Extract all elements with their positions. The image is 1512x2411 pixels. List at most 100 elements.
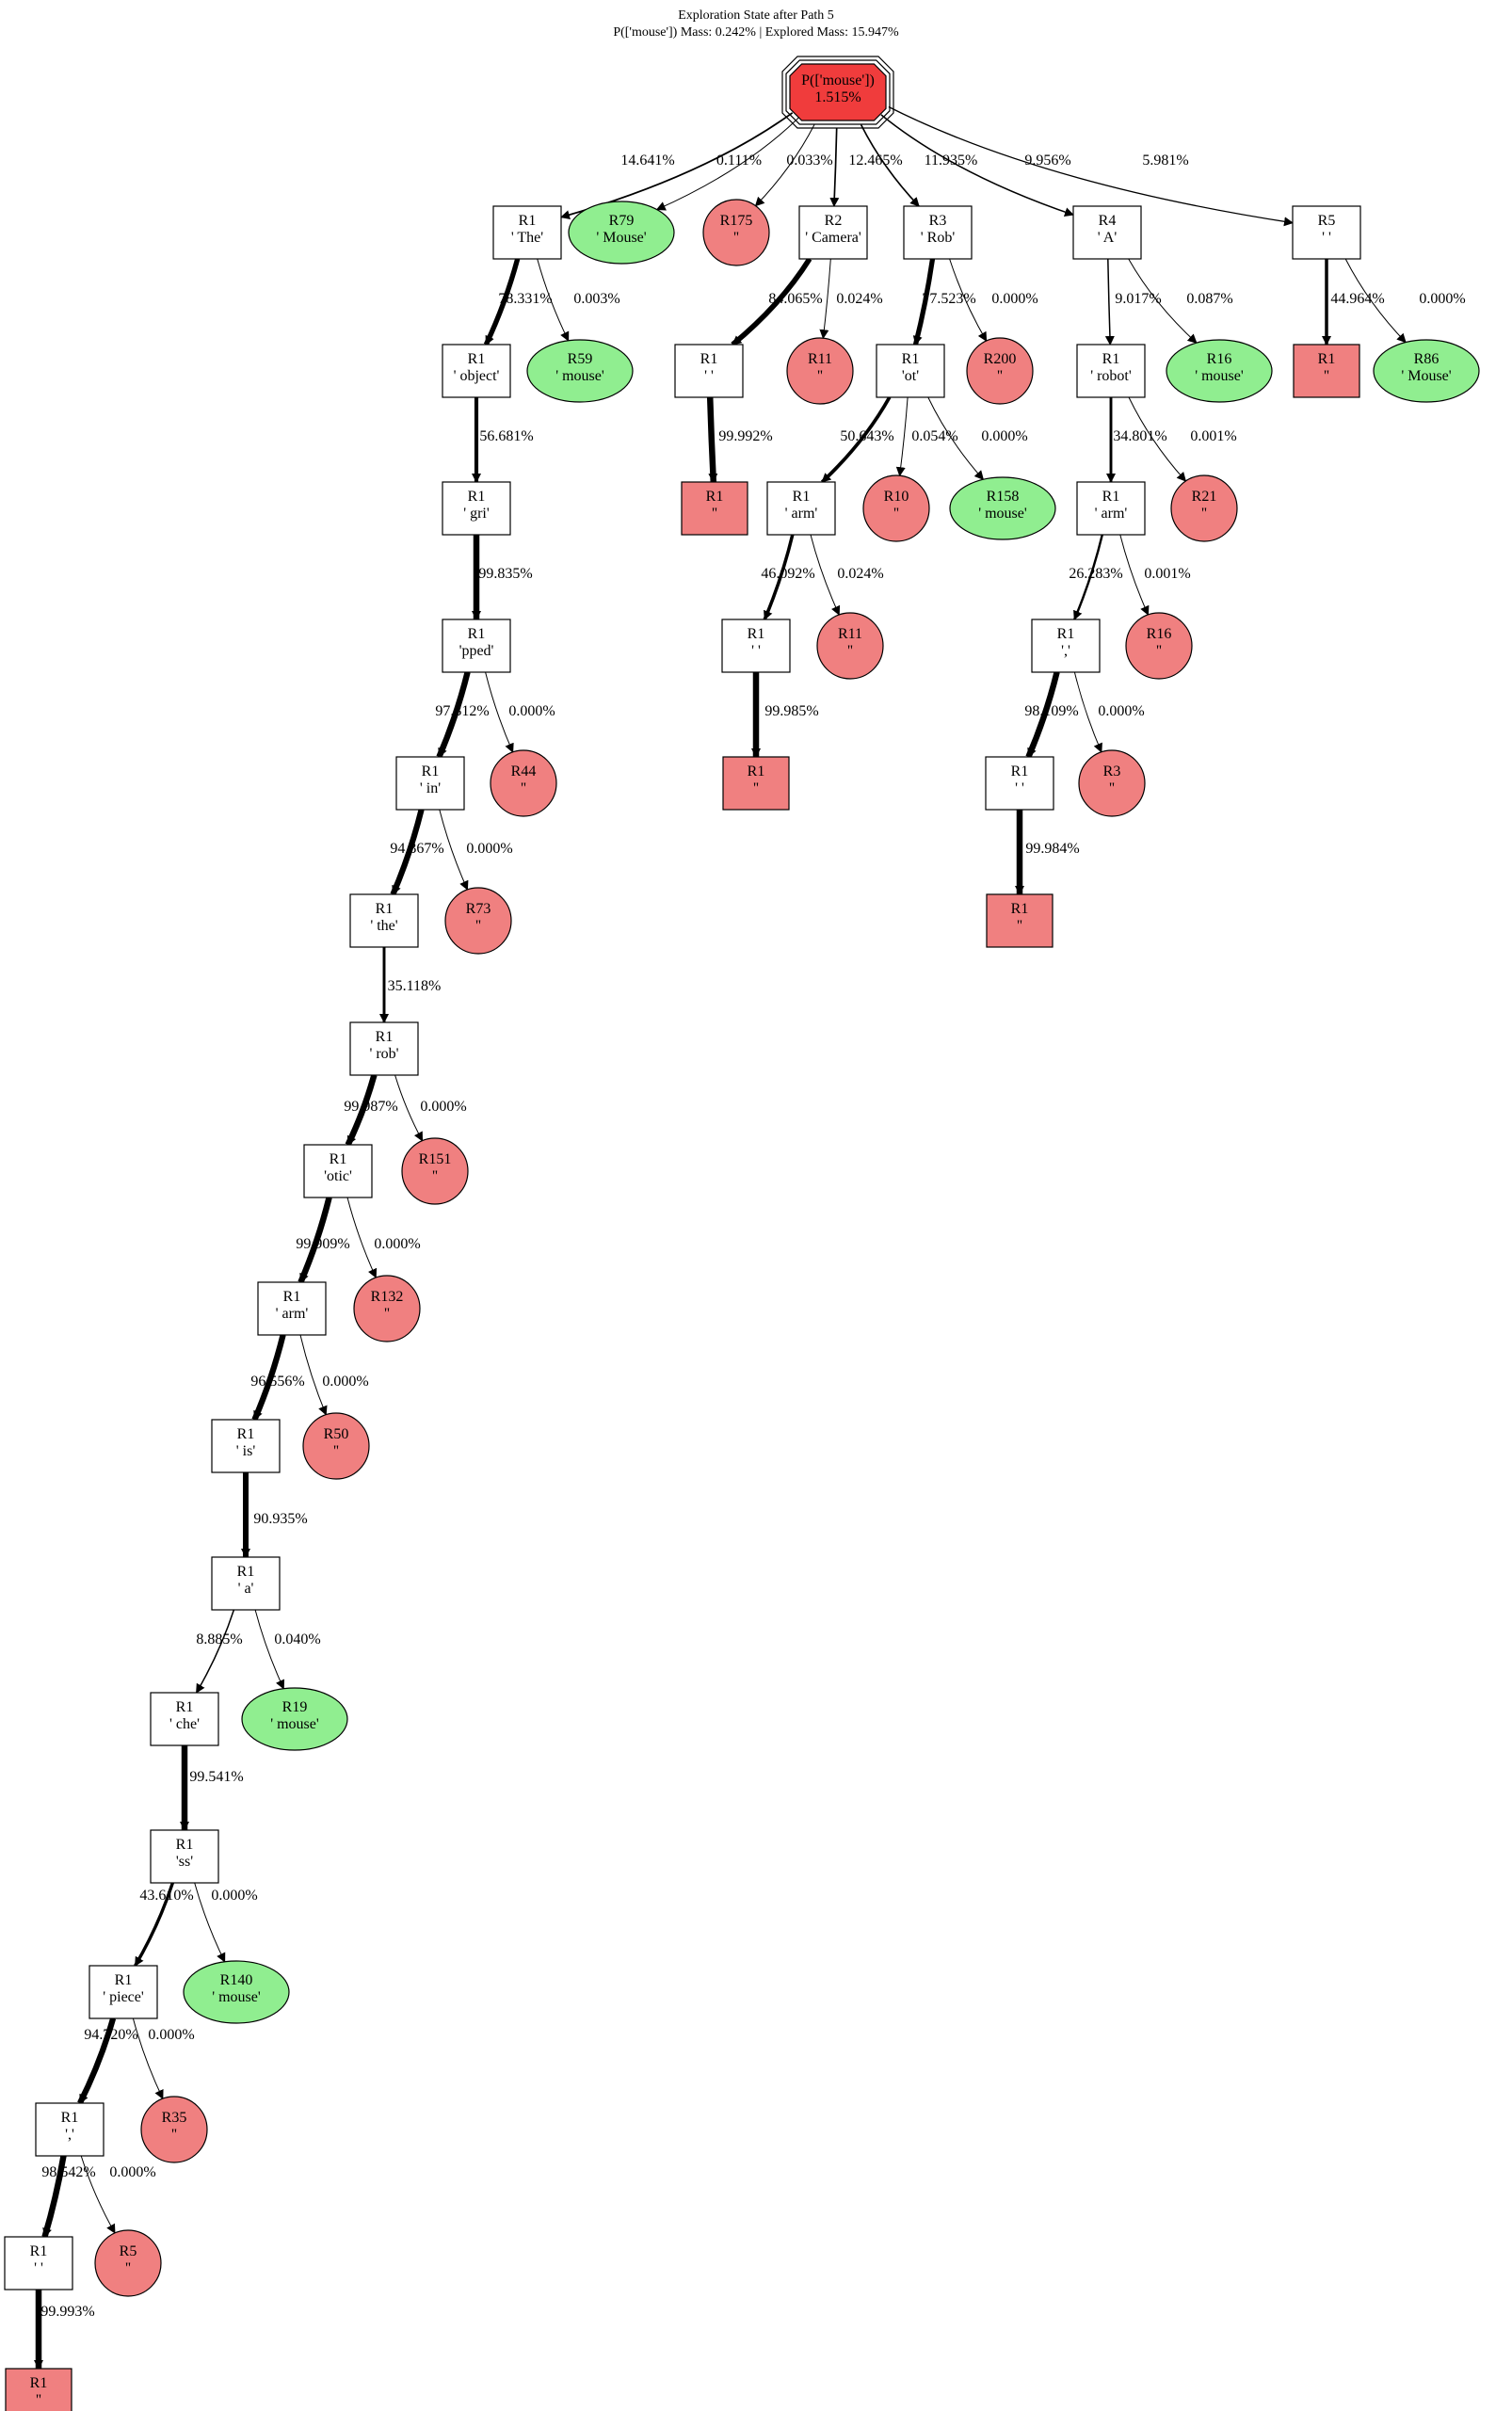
node-r1-l1-token: ' a' — [238, 1581, 254, 1597]
edge-l1-m1 — [195, 1609, 235, 1694]
node-r1-b1-shape — [492, 205, 562, 260]
node-r1-j1-shape — [257, 1281, 327, 1336]
node-r1-f4-shape — [985, 756, 1054, 811]
edge-label-root-b1x: 0.111% — [716, 153, 762, 169]
node-r1-h1-token: ' rob' — [369, 1046, 398, 1062]
edge-label-root-b3: 11.935% — [925, 153, 978, 169]
edge-label-c3-d3y: 0.000% — [981, 428, 1027, 444]
edge-label-root-b4: 9.956% — [1024, 153, 1070, 169]
edge-label-k1-l1: 90.935% — [253, 1511, 307, 1527]
node-r1-d1-shape — [442, 481, 511, 536]
node-r1-d1-rank: R1 — [468, 489, 486, 505]
edge-label-p1-q1x: 0.000% — [109, 2164, 155, 2180]
node-r4-b4-shape — [1072, 205, 1142, 260]
node-p-mouse-root-shape — [789, 63, 887, 121]
edge-b4-c4 — [1104, 258, 1115, 346]
node-r151-i1x-token: '' — [432, 1168, 438, 1184]
node-r158-d3y-shape — [949, 476, 1056, 540]
node-r1-m1-token: ' che' — [169, 1716, 200, 1732]
node-r132-j1x-token: '' — [384, 1306, 390, 1322]
node-r19-m1x: R19' mouse' — [241, 1687, 348, 1751]
edge-label-i1-j1x: 0.000% — [374, 1236, 420, 1252]
node-r1-e4-rank: R1 — [1057, 626, 1075, 642]
node-r1-e1-shape — [442, 619, 511, 673]
edge-p1-q1x — [80, 2155, 116, 2234]
node-r1-o1-shape — [88, 1965, 158, 2019]
node-r10-d3x-rank: R10 — [884, 489, 909, 505]
node-r1-c5-shape — [1293, 344, 1360, 398]
edge-b1-c1 — [483, 258, 521, 346]
edge-d3-e3x — [810, 534, 841, 616]
node-r4-b4-token: ' A' — [1098, 230, 1118, 246]
node-r1-d3-rank: R1 — [793, 489, 811, 505]
node-r1-c2-shape — [674, 344, 744, 398]
node-r21-d4x-shape — [1170, 474, 1238, 542]
edge-f1-g1 — [390, 809, 425, 896]
edge-p1-q1 — [41, 2155, 67, 2238]
node-r11-c2x-rank: R11 — [808, 351, 832, 367]
node-r19-m1x-shape — [241, 1687, 348, 1751]
edge-e1-f1x — [485, 671, 514, 753]
node-r1-f3-shape — [722, 756, 790, 811]
edge-b3-c3 — [912, 258, 936, 346]
node-r50-k1x-token: '' — [333, 1443, 339, 1459]
node-r21-d4x: R21'' — [1170, 474, 1238, 542]
node-r50-k1x-rank: R50 — [324, 1426, 349, 1442]
node-r1-c2: R1' ' — [674, 344, 744, 398]
node-r1-e3-token: ' ' — [751, 643, 761, 659]
node-r200-c3x: R200'' — [966, 337, 1034, 405]
node-r1-e4-shape — [1031, 619, 1101, 673]
node-r1-c4: R1' robot' — [1076, 344, 1146, 398]
node-r1-d1: R1' gri' — [442, 481, 511, 536]
edge-e4-f4 — [1025, 671, 1060, 759]
node-r16-e4x-token: '' — [1156, 643, 1162, 659]
node-r11-c2x-shape — [786, 337, 854, 405]
node-r11-e3x-rank: R11 — [838, 626, 862, 642]
node-r5-b5-rank: R5 — [1318, 213, 1336, 229]
node-r5-q1x-shape — [94, 2229, 162, 2297]
node-r1-c5: R1'' — [1293, 344, 1360, 398]
node-r1-f4: R1' ' — [985, 756, 1054, 811]
node-r175-b1y-shape — [702, 199, 770, 266]
edge-label-e3-f3: 99.985% — [764, 703, 818, 719]
node-r86-c5x-token: ' Mouse' — [1401, 368, 1451, 384]
node-r1-q1-shape — [4, 2236, 73, 2290]
node-r1-c5-token: '' — [1324, 368, 1329, 384]
node-r3-f4x-token: '' — [1109, 780, 1115, 796]
node-r1-g1-shape — [349, 893, 419, 948]
node-r1-r1: R1'' — [5, 2368, 72, 2411]
node-r1-q1-token: ' ' — [34, 2260, 43, 2276]
node-r1-n1-shape — [150, 1829, 219, 1884]
node-r1-h1-shape — [349, 1021, 419, 1076]
edge-label-j1-k1x: 0.000% — [322, 1374, 368, 1390]
diagram-subtitle: P(['mouse']) Mass: 0.242% | Explored Mas… — [613, 25, 899, 40]
node-r158-d3y-token: ' mouse' — [978, 506, 1027, 522]
node-r1-d1-token: ' gri' — [463, 506, 490, 522]
node-r73-g1x-token: '' — [475, 918, 481, 934]
edge-j1-k1x — [299, 1334, 328, 1416]
edge-b5-c5x — [1344, 258, 1407, 344]
node-r11-e3x-token: '' — [847, 643, 853, 659]
node-r200-c3x-rank: R200 — [984, 351, 1017, 367]
edge-label-root-b2: 12.465% — [848, 153, 902, 169]
node-r1-c1: R1' object' — [442, 344, 511, 398]
node-r1-c1-rank: R1 — [468, 351, 486, 367]
diagram-title: Exploration State after Path 5 — [678, 8, 834, 23]
node-r1-d3: R1' arm' — [766, 481, 836, 536]
node-r4-b4: R4' A' — [1072, 205, 1142, 260]
node-r2-b2-rank: R2 — [825, 213, 843, 229]
node-r1-e1-rank: R1 — [468, 626, 486, 642]
node-r1-d4-token: ' arm' — [1095, 506, 1128, 522]
node-r35-p1x-rank: R35 — [162, 2110, 187, 2126]
node-r132-j1x-shape — [353, 1275, 421, 1342]
edge-d3-e3 — [763, 534, 795, 620]
edge-label-f4-g4: 99.984% — [1025, 841, 1079, 857]
node-r44-f1x: R44'' — [490, 749, 557, 817]
node-r1-f3-rank: R1 — [748, 763, 765, 780]
node-r200-c3x-shape — [966, 337, 1034, 405]
node-r1-f4-rank: R1 — [1011, 763, 1029, 780]
node-r1-c3-shape — [876, 344, 945, 398]
node-r2-b2-shape — [798, 205, 868, 260]
node-r59-c1x-shape — [526, 339, 634, 403]
node-r1-i1-shape — [303, 1144, 373, 1198]
